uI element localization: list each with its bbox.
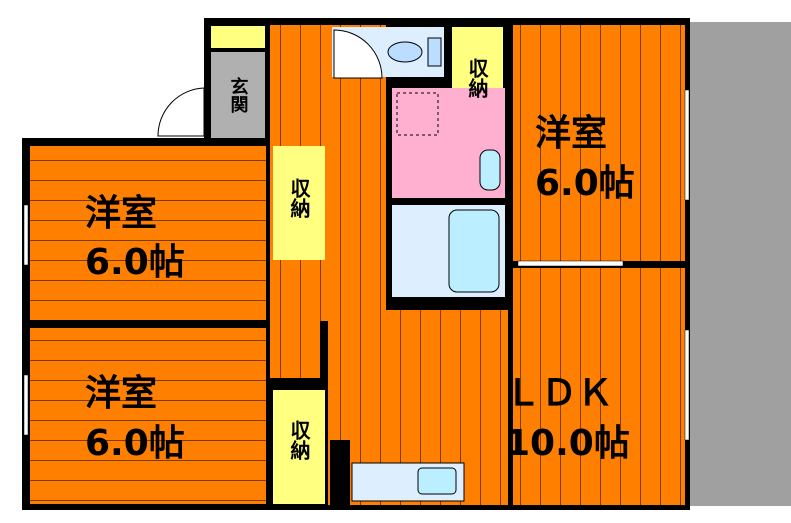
ldk-bottom-black	[330, 440, 350, 505]
room-size: 6.0帖	[535, 163, 635, 204]
room-name: 洋室	[535, 113, 607, 154]
kitchen-sink-icon	[417, 467, 457, 495]
closet-1	[273, 146, 325, 260]
room-western-left-bottom	[30, 328, 266, 504]
entrance-label: 玄関	[228, 76, 249, 113]
room-size: 10.0帖	[505, 423, 630, 464]
room-western-right	[513, 25, 685, 261]
toilet-door-swing	[333, 29, 383, 79]
hallway-lower	[270, 268, 320, 378]
window	[684, 89, 690, 201]
washer-space	[396, 92, 439, 136]
room-name: ＬＤＫ	[505, 373, 613, 414]
room-size: 6.0帖	[85, 423, 185, 464]
shoe-box	[211, 26, 265, 48]
closet-label: 収納	[465, 58, 489, 98]
room-western-left-top	[30, 146, 266, 320]
closet-label: 収納	[287, 420, 311, 460]
window	[23, 374, 29, 436]
balcony	[688, 22, 791, 506]
closet-label: 収納	[287, 178, 311, 218]
toilet-tank-icon	[427, 37, 442, 67]
sink-icon	[479, 149, 501, 191]
window	[684, 329, 690, 441]
window	[23, 204, 29, 266]
bathtub-icon	[448, 209, 500, 293]
room-name: 洋室	[85, 193, 157, 234]
closet-2	[273, 390, 325, 504]
sliding-door	[517, 260, 624, 267]
entrance-door-swing	[157, 87, 205, 137]
room-name: 洋室	[85, 373, 157, 414]
toilet-icon	[387, 41, 423, 63]
room-size: 6.0帖	[85, 242, 185, 283]
entrance-floor	[211, 52, 265, 138]
room-ldk	[513, 268, 685, 505]
